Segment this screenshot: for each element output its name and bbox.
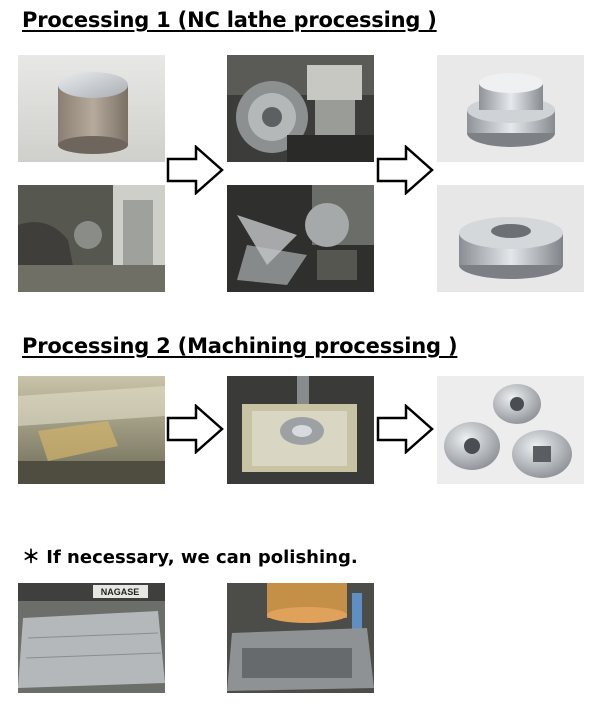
photo-lathe-chuck-setup — [227, 55, 374, 162]
photo-lathe-cutting-chips — [227, 185, 374, 292]
right-arrow-icon — [376, 145, 434, 195]
photo-surface-grinder-plate: NAGASE — [18, 583, 165, 693]
right-arrow-icon — [166, 404, 224, 454]
right-arrow-icon — [166, 145, 224, 195]
photo-turned-part-top — [437, 55, 584, 162]
photo-machining-center-workpiece — [227, 376, 374, 484]
right-arrow-icon — [376, 404, 434, 454]
photo-machined-parts — [437, 376, 584, 484]
section-title-processing-2: Processing 2 (Machining processing ) — [22, 334, 458, 358]
photo-raw-aluminum-billet — [18, 55, 165, 162]
photo-operator-at-lathe — [18, 185, 165, 292]
section-title-processing-1: Processing 1 (NC lathe processing ) — [22, 8, 437, 32]
photo-grinding-wheel — [227, 583, 374, 693]
machine-brand-label: NAGASE — [101, 587, 140, 597]
polishing-note: ＊ If necessary, we can polishing. — [22, 547, 358, 568]
photo-turned-part-bore — [437, 185, 584, 292]
photo-milling-coolant-chips — [18, 376, 165, 484]
